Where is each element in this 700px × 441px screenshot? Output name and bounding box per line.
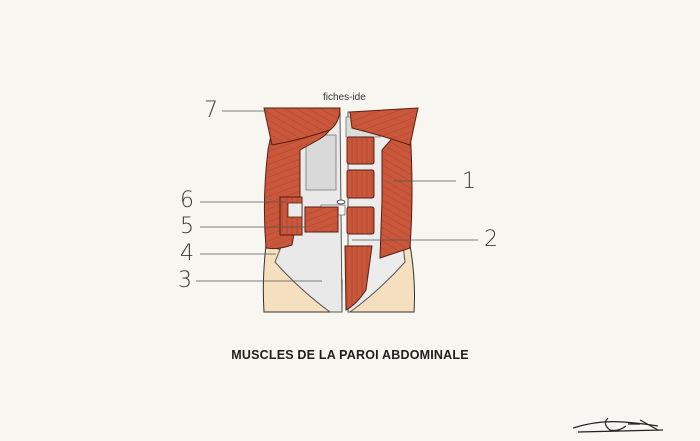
- label-5: 5: [180, 214, 194, 239]
- label-2: 2: [484, 227, 498, 252]
- signature-mark: [572, 417, 664, 433]
- label-1: 1: [462, 169, 476, 194]
- external-oblique-right: [379, 129, 413, 259]
- pectoral-left: [263, 107, 341, 146]
- leader-lines: [196, 110, 478, 282]
- watermark-text: fiches-ide: [323, 92, 366, 103]
- rectus-abdominis: [344, 136, 375, 311]
- label-4: 4: [180, 241, 194, 266]
- label-6: 6: [180, 188, 194, 213]
- label-7: 7: [204, 98, 218, 123]
- label-3: 3: [178, 268, 192, 293]
- pectoral-right: [349, 107, 419, 146]
- diagram-caption: MUSCLES DE LA PAROI ABDOMINALE: [231, 348, 469, 362]
- umbilicus: [336, 199, 346, 205]
- deep-muscle-window: [279, 196, 339, 236]
